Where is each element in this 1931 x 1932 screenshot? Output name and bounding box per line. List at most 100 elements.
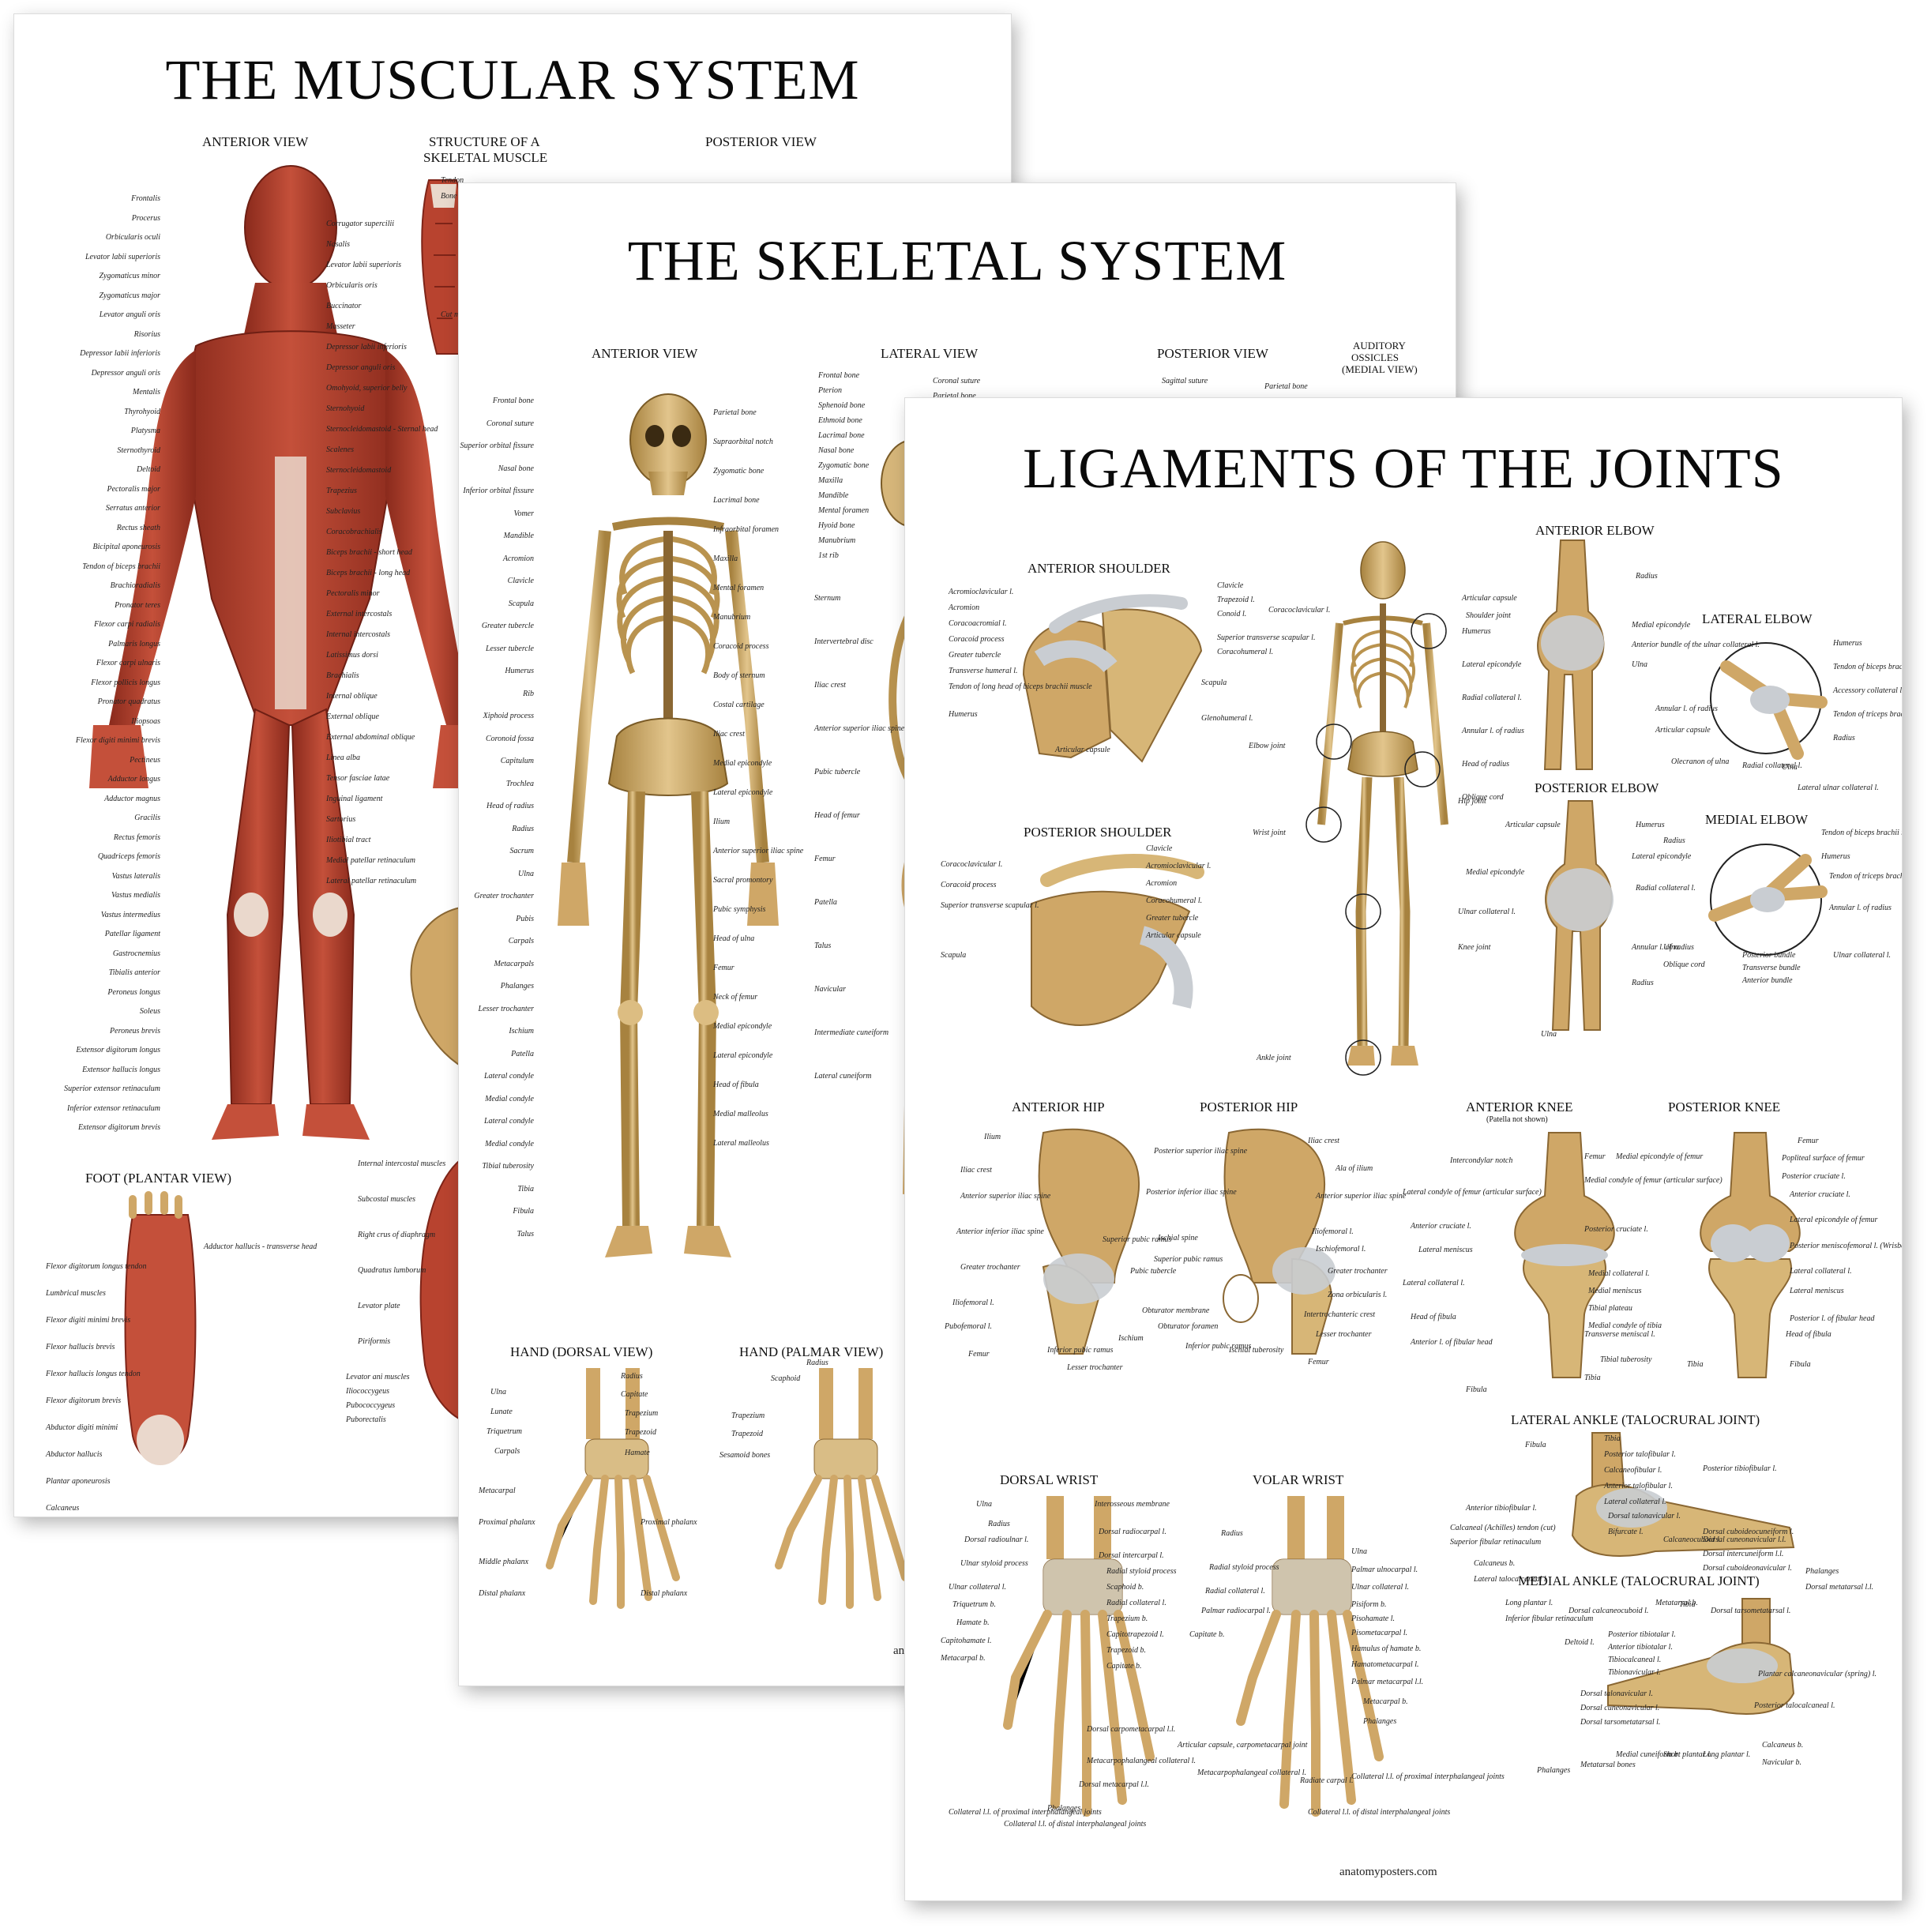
anatomy-label: Lateral epicondyle	[1462, 660, 1522, 669]
anatomy-label: Posterior inferior iliac spine	[1146, 1188, 1237, 1197]
anatomy-label: Pisohamate l.	[1351, 1614, 1395, 1623]
anatomy-label: Transverse bundle	[1742, 964, 1801, 972]
anatomy-label: Capitate b.	[1106, 1662, 1142, 1671]
anatomy-label: Anterior cruciate l.	[1411, 1222, 1471, 1231]
posterior-skeleton-figure	[1305, 541, 1448, 1076]
anatomy-label: Superior transverse scapular l.	[941, 901, 1039, 910]
hand-dorsal-heading: HAND (DORSAL VIEW)	[510, 1344, 653, 1359]
anatomy-label: Lumbrical muscles	[46, 1289, 106, 1298]
auditory-ossicles-heading-line2: OSSICLES	[1351, 351, 1399, 363]
anatomy-label: Medial malleolus	[713, 1110, 768, 1118]
anatomy-label: Obturator foramen	[1158, 1322, 1219, 1331]
anatomy-label: Dorsal radiocarpal l.	[1099, 1528, 1166, 1536]
anatomy-label: Ulnar collateral l.	[1833, 951, 1892, 960]
anatomy-label: Omohyoid, superior belly	[326, 384, 408, 393]
anatomy-label: Nasal bone	[498, 464, 534, 473]
anatomy-label: Acromion	[502, 554, 534, 563]
anatomy-label: Pubic tubercle	[814, 768, 861, 776]
anatomy-label: Medial condyle of tibia	[1588, 1321, 1662, 1330]
dorsal-wrist-heading: DORSAL WRIST	[1000, 1472, 1099, 1487]
anatomy-label: Scaphoid	[771, 1374, 801, 1383]
anatomy-label: Intervertebral disc	[814, 637, 873, 646]
anatomy-label: Rectus sheath	[116, 523, 160, 532]
anatomy-label: Ulna	[1663, 943, 1679, 952]
anatomy-label: Trapezius	[326, 487, 357, 495]
anatomy-label: Rib	[523, 689, 534, 698]
anatomy-label: Knee joint	[1458, 943, 1491, 952]
anatomy-label: Adductor magnus	[104, 794, 160, 803]
anatomy-label: Glenohumeral l.	[1201, 714, 1253, 723]
anatomy-label: Levator plate	[358, 1302, 400, 1310]
anatomy-label: Shoulder joint	[1466, 611, 1511, 620]
anatomy-label: Anterior bundle of the ulnar collateral …	[1632, 641, 1760, 649]
anatomy-label: Manubrium	[713, 613, 751, 622]
anatomy-label: Radius	[1636, 572, 1658, 581]
anatomy-label: Annular l. of radius	[1462, 727, 1524, 735]
anatomy-label: Intercondylar notch	[1450, 1156, 1513, 1165]
anatomy-label: Vomer	[513, 509, 534, 518]
anatomy-label: Piriformis	[358, 1337, 391, 1346]
anatomy-label: Sagittal suture	[1162, 377, 1208, 385]
structure-label: Bone	[441, 192, 457, 201]
anatomy-label: Pectineus	[130, 755, 160, 765]
anatomy-label: Brachioradialis	[110, 581, 160, 590]
anatomy-label: Head of fibula	[1411, 1313, 1456, 1321]
anatomy-label: Hamatometacarpal l.	[1351, 1660, 1419, 1669]
ligaments-footer: anatomyposters.com	[1339, 1866, 1437, 1878]
anatomy-label: Radius	[1663, 836, 1685, 845]
anatomy-label: Dorsal cuneonavicular l.l.	[1703, 1535, 1786, 1544]
ligaments-poster: LIGAMENTS OF THE JOINTS ANTERIOR SHOULDE…	[905, 398, 1902, 1900]
anatomy-label: Anterior superior iliac spine	[713, 847, 804, 855]
structure-label: Cut m	[441, 310, 460, 319]
anatomy-label: Lesser tubercle	[485, 644, 534, 653]
anatomy-label: Sternohyoid	[326, 404, 365, 413]
anatomy-label: Metacarpals	[494, 959, 534, 968]
anatomy-label: Infraorbital foramen	[713, 525, 780, 534]
lateral-ankle-illustration	[1571, 1432, 1795, 1557]
anatomy-label: Inferior pubic ramus	[1047, 1346, 1114, 1355]
anatomy-label: Collateral l.l. of proximal interphalang…	[1351, 1772, 1505, 1781]
anatomy-label: Flexor hallucis longus tendon	[46, 1370, 141, 1378]
anatomy-label: Pectoralis major	[107, 484, 161, 494]
anatomy-label: Biceps brachii - long head	[326, 569, 411, 577]
anatomy-label: Humerus	[1462, 627, 1491, 636]
anatomy-label: Calcaneofibular l.	[1604, 1466, 1662, 1475]
skeletal-anterior-view-heading: ANTERIOR VIEW	[592, 346, 698, 361]
anatomy-label: Radial collateral l.	[1462, 693, 1522, 702]
anatomy-label: Levator ani muscles	[346, 1373, 410, 1381]
dorsal-wrist-illustration	[1003, 1496, 1155, 1817]
anatomy-label: Carpals	[508, 937, 534, 945]
anatomy-label: Hip joint	[1458, 797, 1486, 806]
anatomy-label: Medial epicondyle	[1466, 868, 1525, 877]
anatomy-label: Tibial plateau	[1588, 1304, 1632, 1313]
anatomy-label: Pubic tubercle	[1130, 1267, 1177, 1276]
anatomy-label: Lateral collateral l.	[1403, 1279, 1465, 1287]
anatomy-label: Mental foramen	[713, 584, 765, 592]
anatomy-label: Patella	[814, 898, 837, 907]
anatomy-label: Posterior talocalcaneal l.	[1754, 1701, 1835, 1710]
anatomy-label: Radial collateral l.	[1106, 1599, 1166, 1607]
anatomy-label: Phalanges	[1805, 1567, 1839, 1576]
anatomy-label: Ischium	[509, 1027, 534, 1036]
anatomy-label: Iliofemoral l.	[1312, 1227, 1354, 1236]
anatomy-label: Anterior tibiofibular l.	[1466, 1504, 1537, 1513]
anatomy-label: Iliac crest	[814, 681, 846, 690]
anatomy-label: Biceps brachii - short head	[326, 548, 412, 557]
anatomy-label: Coracoid process	[941, 881, 997, 889]
anatomy-label: Inferior pubic ramus	[1185, 1342, 1252, 1351]
anatomy-label: Femur	[1798, 1137, 1819, 1145]
anatomy-label: Vastus medialis	[111, 891, 160, 900]
anatomy-label: Iliococcygeus	[346, 1387, 389, 1396]
anatomy-label: Internal intercostal muscles	[358, 1160, 446, 1168]
anatomy-label: Posterior tibiofibular l.	[1703, 1464, 1777, 1473]
anatomy-label: Palmar radiocarpal l.	[1201, 1607, 1272, 1615]
anatomy-label: Radial collateral l.	[1205, 1587, 1265, 1596]
anatomy-label: Posterior tibiotalar l.	[1608, 1630, 1676, 1639]
anatomy-label: Ischium	[1118, 1334, 1144, 1343]
anatomy-label: Pterion	[818, 386, 842, 395]
anatomy-label: Calcaneocuboid l.	[1663, 1535, 1722, 1544]
anatomy-label: Trapezium	[731, 1411, 765, 1420]
anatomy-label: Greater trochanter	[474, 892, 534, 900]
skeletal-posterior-view-heading: POSTERIOR VIEW	[1157, 346, 1268, 361]
anatomy-label: Iliac crest	[1308, 1137, 1339, 1145]
